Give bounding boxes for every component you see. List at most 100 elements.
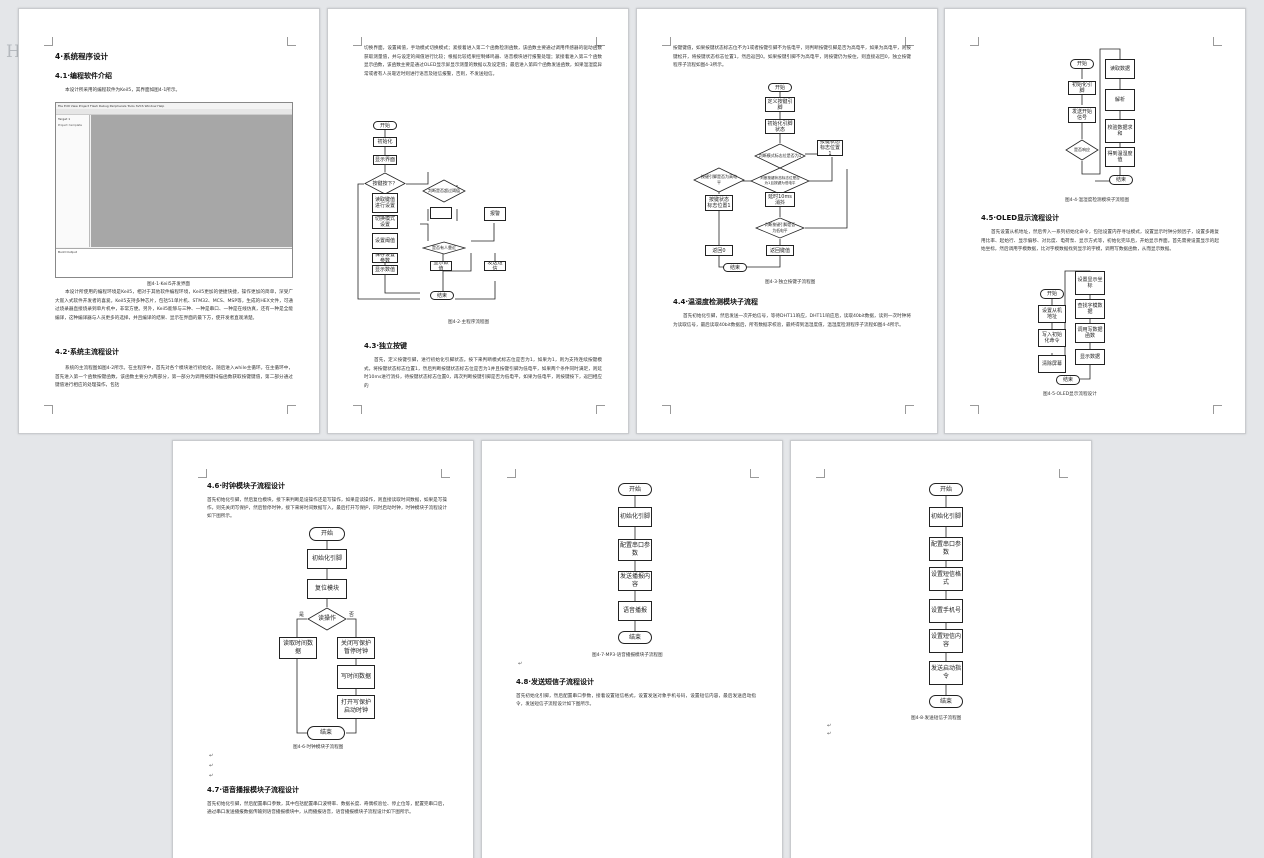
flow-step: 复位模块 (307, 579, 347, 599)
crop-mark (353, 405, 362, 414)
crop-mark (507, 469, 516, 478)
section-heading: 4·系统程序设计 (55, 52, 109, 61)
crop-mark (662, 37, 671, 46)
flow-step: 读取时间数据 (279, 637, 317, 659)
flow-step: 得到温湿度值 (1105, 147, 1135, 167)
flow-step: 读取数据 (1105, 59, 1135, 79)
branch-label-no: 否 (349, 612, 355, 618)
paragraph: 系统的主流程图如图4-2所示。在主程序中，首先对各个模块进行初始化，随后进入wh… (55, 366, 293, 389)
flow-end: 结束 (618, 631, 652, 644)
flow-step: 配置串口参数 (618, 539, 652, 561)
flow-step: 保存设置参数 (372, 253, 398, 263)
document-page-2: 切换界面，设置阈值，手动模式切换模式；紧接着进入第二个函数检测函数，该函数主要通… (327, 8, 629, 434)
flow-step: 清除屏幕 (1038, 355, 1066, 373)
flow-start: 开始 (309, 527, 345, 541)
crop-mark (816, 469, 825, 478)
crop-mark (750, 469, 759, 478)
flow-step: 显示数值 (372, 265, 398, 275)
flow-end: 结束 (1056, 375, 1080, 385)
subsection-heading: 4.5·OLED显示流程设计 (981, 214, 1060, 222)
paragraph: 首先，定义按键引脚，进行初始化引脚状态。按下来判断模式标志位是否为1，如果为1，… (364, 358, 602, 389)
flow-step: 关闭写保护暂停时钟 (337, 637, 375, 659)
subsection-heading: 4.4·温湿度检测模块子流程 (673, 298, 759, 306)
flow-step: 初始化引脚 (618, 507, 652, 527)
subsection-heading: 4.3·独立按键 (364, 342, 408, 350)
flow-step: 写时间数据 (337, 665, 375, 689)
crop-mark (198, 469, 207, 478)
flow-start: 开始 (929, 483, 963, 496)
crop-mark (662, 405, 671, 414)
flow-step: 设置阈值 (372, 233, 398, 249)
paragraph: 本设计所使用的编程环境是Keil5，相对于其他软件编程环境，Keil5更加的便捷… (55, 290, 293, 321)
document-page-4: 开始 初始化引脚 发送开始信号 是否响应 读取数据 解析 校验数据求和 得到温湿… (944, 8, 1246, 434)
heading-marker-icon: H (6, 42, 21, 62)
flow-step: 校验数据求和 (1105, 119, 1135, 143)
flow-start: 开始 (373, 121, 397, 130)
ide-build-output: Build Output (56, 248, 292, 277)
branch-label-yes: 是 (299, 612, 305, 618)
subsection-heading: 4.1·编程软件介绍 (55, 72, 113, 80)
figure-caption: 图4-7·MP3·语音播报模块子流程图 (592, 653, 663, 658)
flow-step: 发送播报内容 (618, 571, 652, 591)
flow-end: 结束 (430, 291, 454, 300)
paragraph-mark: ↵ (827, 723, 832, 729)
flow-decision: 是否响应 (1065, 139, 1099, 161)
figure-caption: 图4-5·OLED显示流程设计 (1043, 392, 1097, 397)
figure-caption: 图4-3·独立按键子流程图 (765, 280, 816, 285)
flow-start: 开始 (1070, 59, 1094, 69)
ide-toolbar (56, 109, 292, 115)
flow-step: 报警 (484, 207, 506, 221)
flow-step: 切换模式设置 (372, 215, 398, 229)
flow-step: 定义按键引脚 (765, 97, 795, 112)
subsection-heading: 4.2·系统主流程设计 (55, 348, 120, 356)
paragraph: 首先初始化引脚，然后复位模块，接下来判断是设操作还是写操作，如果是读操作，则直接… (207, 498, 447, 519)
crop-mark (596, 37, 605, 46)
crop-mark (287, 37, 296, 46)
paragraph: 首先初始化引脚，然后配置串口参数，接着设置短信格式，设置发送对象手机号码，设置短… (516, 694, 756, 707)
flow-decision: 是否有人靠近 (422, 241, 466, 255)
flow-step: 显示界面 (373, 155, 397, 165)
flow-step: 解析 (1105, 89, 1135, 111)
flow-start: 开始 (618, 483, 652, 496)
flow-step: 按键状态标志位置1 (705, 195, 733, 211)
crop-mark (441, 469, 450, 478)
flow-end: 结束 (723, 263, 747, 272)
subsection-heading: 4.7·语音播报模块子流程设计 (207, 786, 300, 794)
ide-screenshot: File Edit View Project Flash Debug Perip… (55, 102, 293, 278)
flow-step: 设置显示坐标 (1075, 271, 1105, 295)
crop-mark (970, 37, 979, 46)
paragraph: 首先初始化引脚，然后发送一次开始信号，等待DHT11响应，DHT11响应后，读取… (673, 314, 911, 328)
document-page-6: 开始 初始化引脚 配置串口参数 发送播报内容 语音播报 结束 图4-7·MP3·… (481, 440, 783, 858)
flow-step: 设置手机号 (929, 599, 963, 623)
flow-step: 写入初始化命令 (1038, 329, 1066, 347)
paragraph: 切换界面，设置阈值，手动模式切换模式；紧接着进入第二个函数检测函数，该函数主要通… (364, 46, 602, 77)
document-page-5: 4.6·时钟模块子流程设计 首先初始化引脚，然后复位模块，接下来判断是设操作还是… (172, 440, 474, 858)
flow-step: 初始化引脚 (1068, 81, 1096, 95)
flow-step: 调用写数据函数 (1075, 323, 1105, 343)
flow-step: 初始化引脚状态 (765, 119, 795, 134)
figure-caption: 图4-4·温湿度检测模块子流程图 (1065, 198, 1130, 203)
crop-mark (905, 405, 914, 414)
flow-step: 延时10ms消抖 (765, 192, 795, 207)
flow-start: 开始 (1040, 289, 1064, 299)
flow-step: 发送启动指令 (929, 661, 963, 685)
flow-step: 设置短信内容 (929, 629, 963, 653)
flow-decision: 判断模式标志位是否为1 (754, 143, 806, 169)
flow-end: 结束 (929, 695, 963, 708)
flow-decision: 判断按键状态标志位是否为1且按键为低电平 (750, 167, 810, 195)
crop-mark (596, 405, 605, 414)
flow-decision: 按键引脚是否为高电平 (693, 167, 745, 193)
flow-step: 配置串口参数 (929, 537, 963, 561)
document-page-3: 按键键值，如果按键状态标志位不为1或者按键引脚不为低电平，则判断按键引脚是否为高… (636, 8, 938, 434)
paragraph-mark: ↵ (827, 731, 832, 737)
flow-step: 返回键值 (766, 245, 794, 256)
flow-decision: 读操作 (307, 607, 347, 631)
flow-step: 显示数据 (1075, 349, 1105, 365)
flow-end: 结束 (307, 726, 345, 740)
crop-mark (44, 37, 53, 46)
crop-mark (44, 405, 53, 414)
flow-step: 初始化引脚 (307, 549, 347, 569)
flow-step: 按键状态标志位置1 (817, 140, 843, 156)
flowchart-connectors (634, 495, 636, 631)
figure-caption: 图4-6·时钟模块子流程图 (293, 745, 344, 750)
